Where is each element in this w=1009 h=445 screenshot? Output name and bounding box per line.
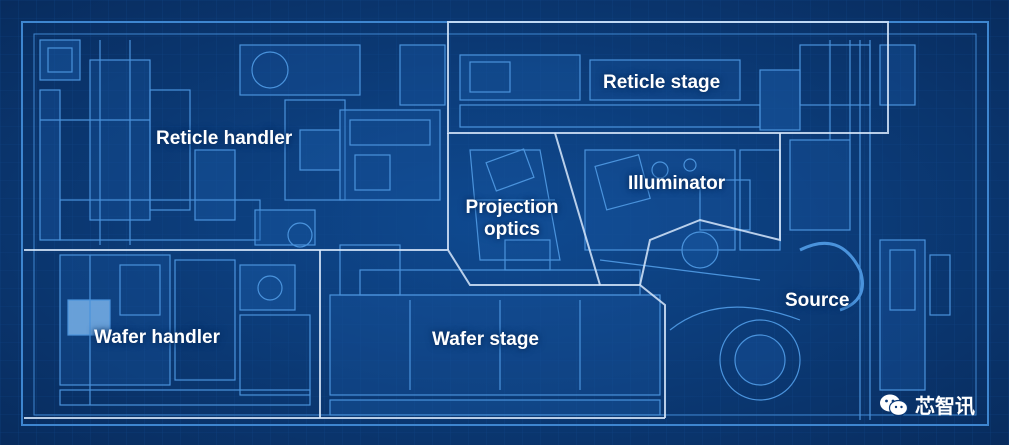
reticle-stage-drawing (459, 40, 916, 140)
label-wafer-stage: Wafer stage (432, 329, 539, 350)
section-boundaries (24, 21, 889, 419)
wafer-handler-drawing (59, 254, 311, 406)
reticle-stage-boundary (447, 21, 889, 134)
optics-illuminator-divider (554, 132, 601, 286)
illuminator-boundary (639, 133, 781, 286)
reticle-handler-drawing (39, 39, 446, 248)
label-source: Source (785, 290, 850, 311)
lower-boundary (24, 249, 666, 418)
label-reticle-stage: Reticle stage (603, 72, 721, 93)
label-illuminator: Illuminator (628, 173, 726, 194)
label-wafer-handler: Wafer handler (94, 327, 220, 348)
label-reticle-handler: Reticle handler (156, 128, 293, 149)
wafer-stage-drawing (329, 244, 661, 416)
label-projection-optics: Projection optics (465, 197, 559, 240)
source-drawing (669, 40, 951, 420)
projection-optics-drawing (469, 148, 561, 271)
watermark-text: 芯智讯 (915, 394, 975, 418)
watermark: 芯智讯 (879, 390, 975, 419)
wechat-icon (880, 394, 909, 416)
illuminator-drawing (584, 149, 781, 281)
